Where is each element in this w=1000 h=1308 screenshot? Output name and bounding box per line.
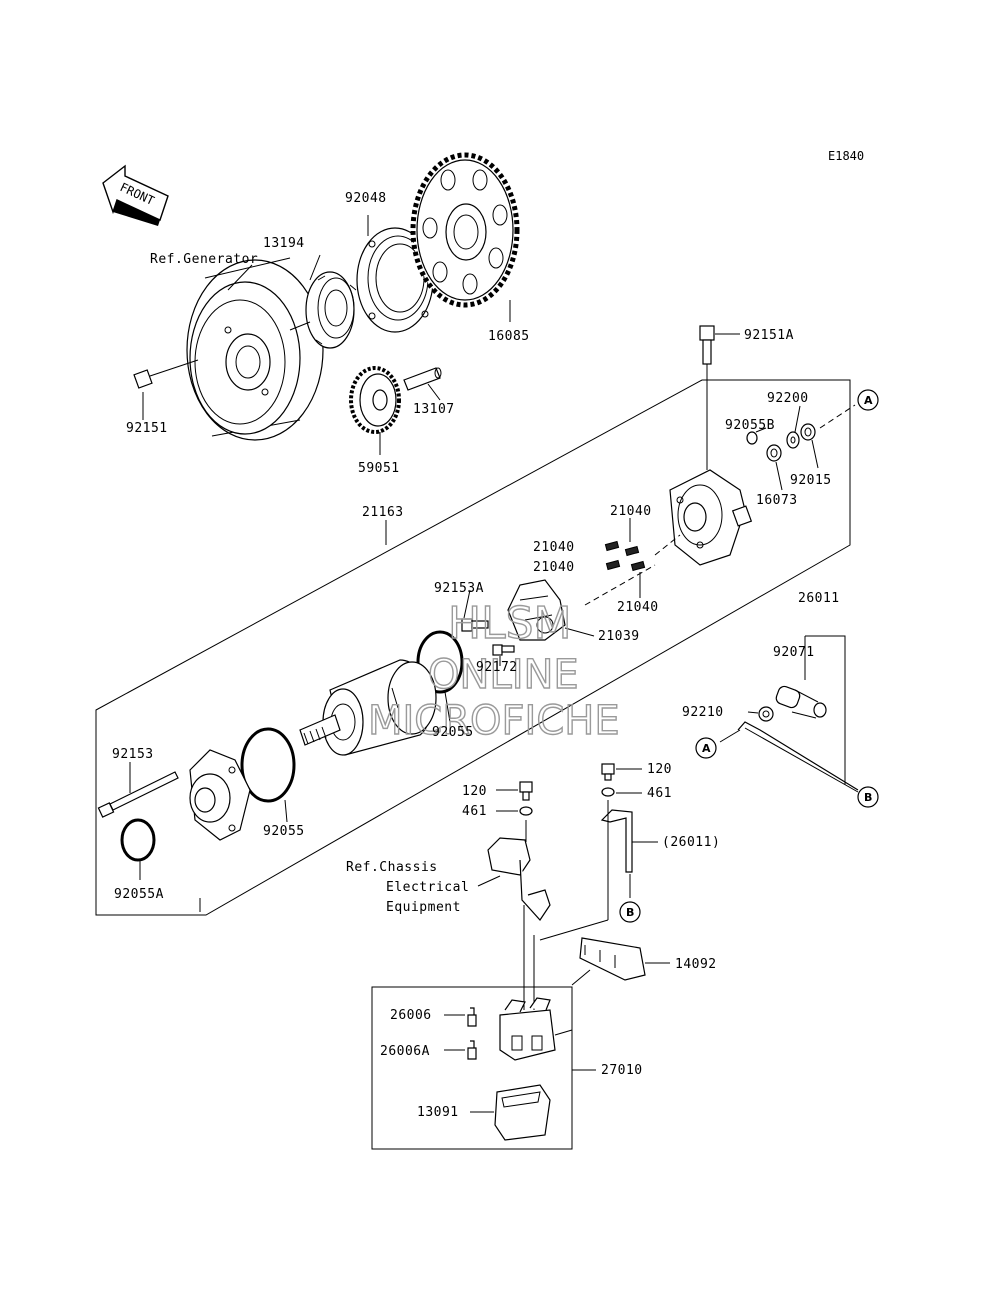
connector-b-lead: B: [619, 901, 641, 923]
part-label: 21039: [598, 629, 640, 644]
part-label: 21040: [610, 504, 652, 519]
front-arrow-icon: FRONT: [102, 164, 169, 226]
svg-text:A: A: [864, 394, 873, 407]
starter-rear-cover: [669, 469, 753, 566]
part-label: 13194: [263, 236, 305, 251]
svg-text:B: B: [864, 791, 872, 804]
nut-92015: [800, 423, 819, 469]
brush-springs: [604, 518, 646, 598]
part-label: 26011: [798, 591, 840, 606]
starter-assembly-box: [95, 379, 851, 916]
part-label: 16073: [756, 493, 798, 508]
svg-text:MICROFICHE: MICROFICHE: [368, 698, 620, 744]
bolt-92151A: [699, 325, 740, 470]
relay-assembly-box: [371, 986, 573, 1150]
part-label: 92015: [790, 473, 832, 488]
part-label: 92071: [773, 645, 815, 660]
part-label: 13107: [413, 402, 455, 417]
part-label: 21040: [533, 560, 575, 575]
relay-wiring: [487, 800, 609, 1010]
o-ring-92055-upper: [416, 630, 464, 694]
ref-chassis-line1: Ref.Chassis: [346, 860, 438, 875]
part-label: 26006A: [380, 1044, 430, 1059]
fuse-26006: [444, 1007, 477, 1027]
one-way-clutch: [289, 254, 357, 349]
screw-92172: [492, 644, 515, 666]
part-label: 26006: [390, 1008, 432, 1023]
part-label: 21040: [617, 600, 659, 615]
idler-gear: [349, 366, 401, 455]
bolt-92151: [133, 359, 199, 420]
part-label: 120: [462, 784, 487, 799]
starter-yoke: [299, 659, 437, 756]
part-label: 59051: [358, 461, 400, 476]
long-bolt-92153: [97, 762, 179, 818]
diagram-code: E1840: [828, 149, 864, 163]
connector-a-top: A: [857, 389, 879, 411]
part-label: 120: [647, 762, 672, 777]
part-label: 92153A: [434, 581, 484, 596]
relay-cover: [571, 937, 670, 986]
idler-shaft: [403, 367, 442, 401]
o-ring-92055A: [120, 818, 156, 862]
bolt-120-left: [496, 781, 533, 816]
starter-relay: [499, 997, 573, 1061]
part-label: 92055A: [114, 887, 164, 902]
ref-chassis-line2: Electrical: [386, 880, 469, 895]
nut-16073: [766, 444, 783, 491]
svg-text:ONLINE: ONLINE: [428, 652, 579, 698]
relay-boot: [470, 1084, 551, 1141]
svg-text:HLSM: HLSM: [448, 598, 572, 649]
ref-generator-label: Ref.Generator: [150, 252, 258, 267]
svg-text:B: B: [626, 906, 634, 919]
part-label: 92055: [432, 725, 474, 740]
part-label: 92151A: [744, 328, 794, 343]
bolt-120-right: [601, 763, 642, 797]
part-label: 92210: [682, 705, 724, 720]
part-label: 92172: [476, 660, 518, 675]
screw-92153A: [461, 589, 489, 632]
part-label: 14092: [675, 957, 717, 972]
svg-text:A: A: [702, 742, 711, 755]
o-ring-92055-lower: [240, 727, 296, 803]
connector-b-cable: B: [857, 786, 879, 808]
generator-rotor: [186, 257, 324, 441]
part-label: 92055: [263, 824, 305, 839]
connector-a-cable: A: [695, 737, 717, 759]
part-label: 92151: [126, 421, 168, 436]
fuse-26006A: [444, 1040, 477, 1060]
part-label: 21040: [533, 540, 575, 555]
watermark: HLSM ONLINE MICROFICHE: [367, 597, 620, 744]
part-label: 92200: [767, 391, 809, 406]
part-label: 27010: [601, 1063, 643, 1078]
part-label: 92048: [345, 191, 387, 206]
brush-holder: [507, 534, 681, 641]
part-label: 461: [647, 786, 672, 801]
washer-92200: [786, 405, 801, 449]
part-label: 461: [462, 804, 487, 819]
starter-driven-gear: [410, 152, 520, 322]
starter-front-cover: [189, 749, 251, 841]
part-label: 16085: [488, 329, 530, 344]
starter-cable: [719, 635, 859, 793]
ground-lead: [600, 809, 658, 898]
ref-chassis-line3: Equipment: [386, 900, 461, 915]
part-label: (26011): [662, 835, 720, 850]
o-ring-92055B: [746, 431, 758, 445]
part-label: 13091: [417, 1105, 459, 1120]
part-label: 92153: [112, 747, 154, 762]
part-label: 21163: [362, 505, 404, 520]
part-label: 92055B: [725, 418, 775, 433]
